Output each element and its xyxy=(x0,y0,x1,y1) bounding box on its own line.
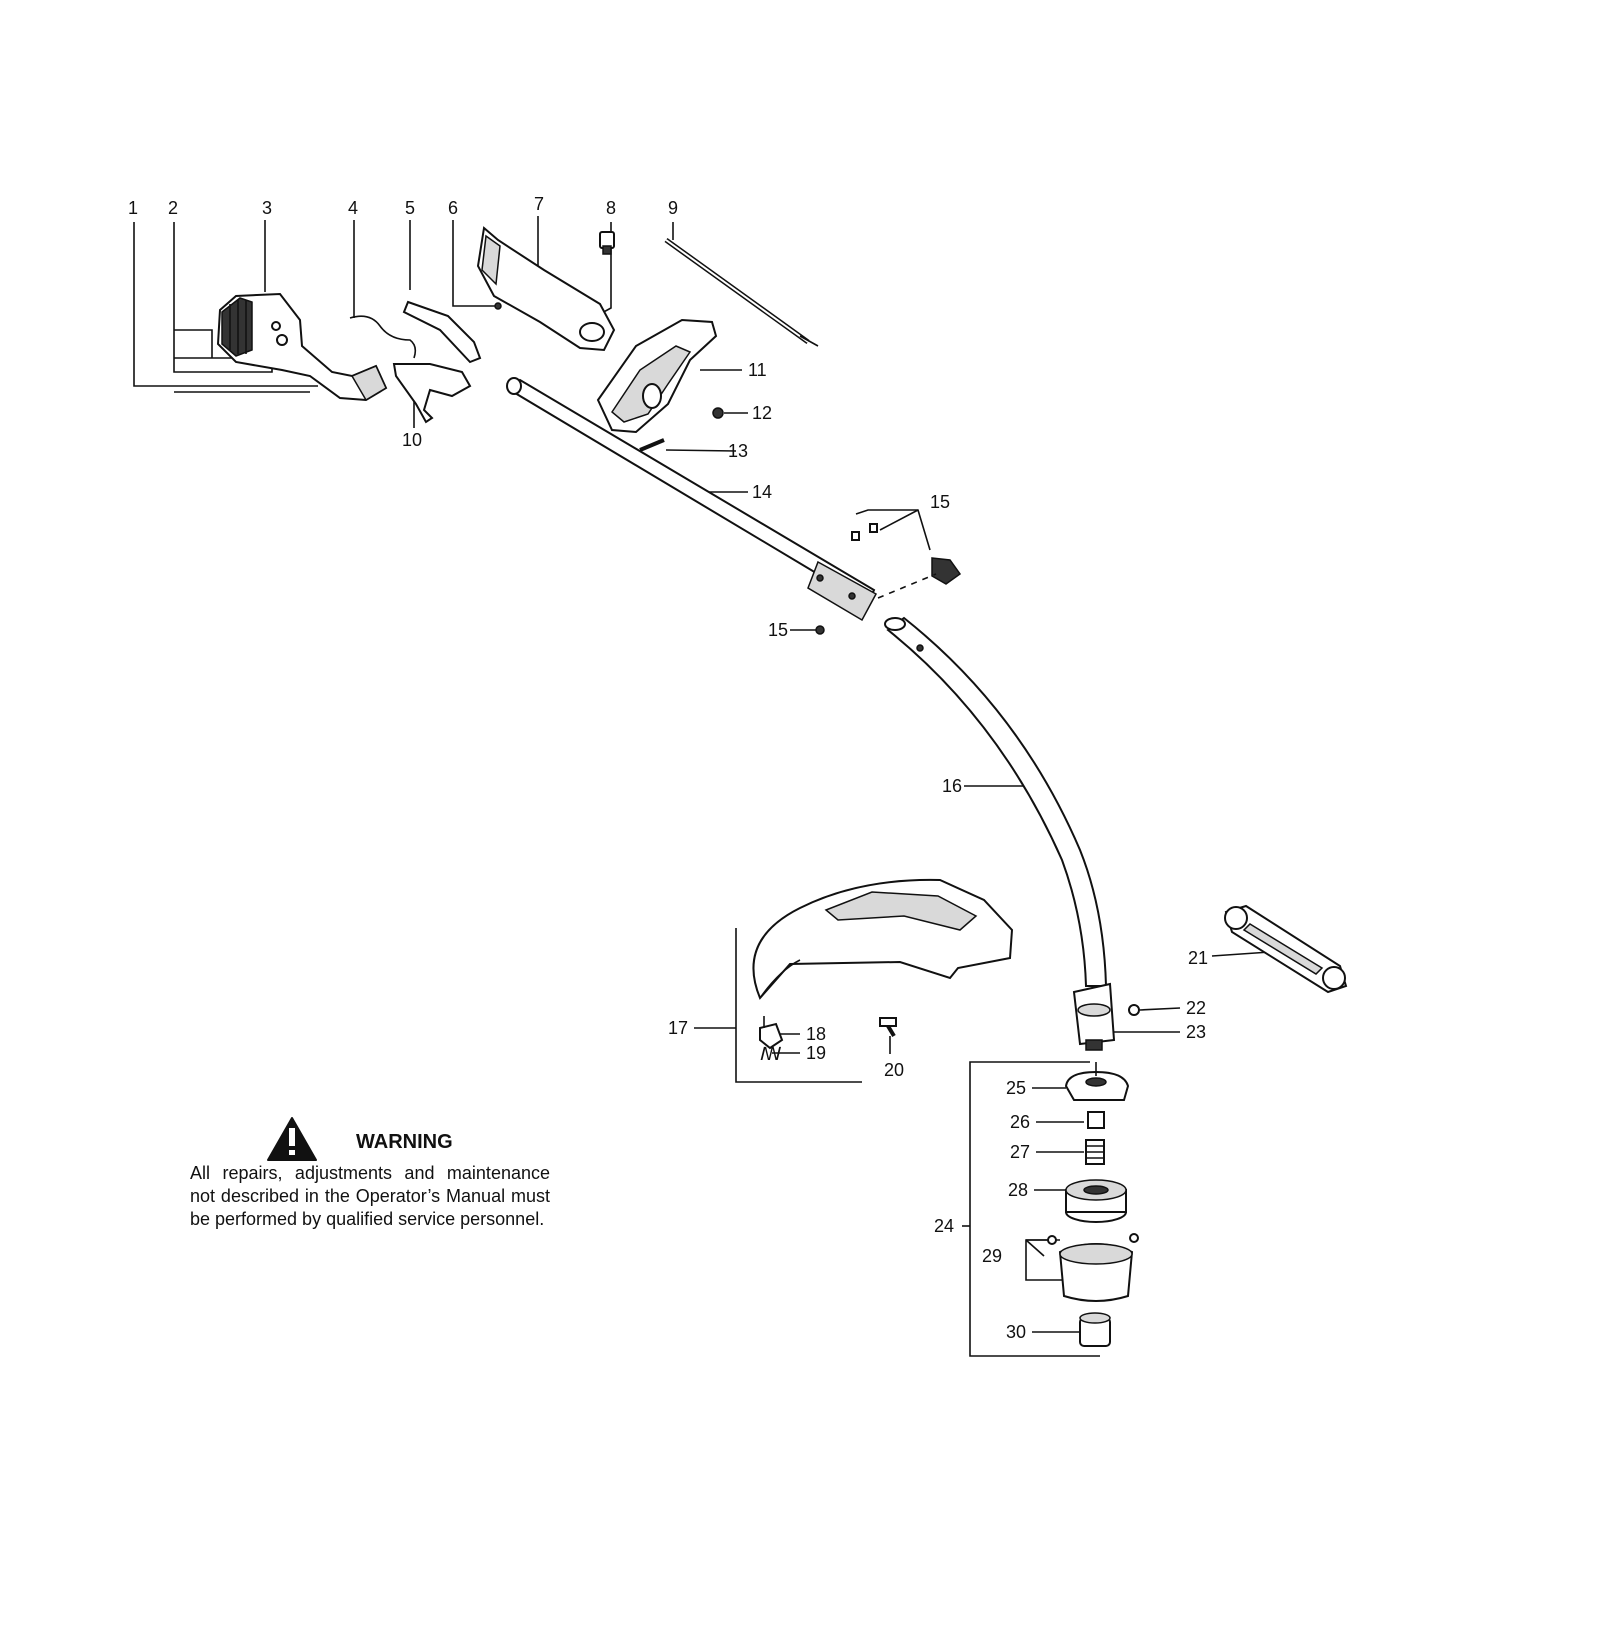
callout-6: 6 xyxy=(448,198,458,218)
warning-title: WARNING xyxy=(356,1131,453,1153)
part-29-spool-housing xyxy=(1047,1233,1139,1302)
callout-25: 25 xyxy=(1006,1078,1026,1098)
part-8-switch xyxy=(599,231,615,255)
callout-21: 21 xyxy=(1188,948,1208,968)
part-20-bolt xyxy=(879,1017,897,1038)
callout-3: 3 xyxy=(262,198,272,218)
part-18-clip xyxy=(759,1016,784,1050)
part-19-nut: ꟿ xyxy=(760,1044,782,1064)
callout-4: 4 xyxy=(348,198,358,218)
part-5-trigger-lever xyxy=(402,300,482,364)
part-9-drive-shaft xyxy=(664,237,819,347)
part-27-spring xyxy=(1085,1139,1105,1165)
part-21-wrench xyxy=(1224,904,1348,994)
part-7-engine-housing xyxy=(476,226,616,352)
svg-text:ꟿ: ꟿ xyxy=(760,1044,782,1064)
callout-1: 1 xyxy=(128,198,138,218)
callout-16: 16 xyxy=(942,776,962,796)
callout-8: 8 xyxy=(606,198,616,218)
callout-7: 7 xyxy=(534,194,544,214)
warning-text: All repairs, adjustments and maintenance… xyxy=(190,1163,550,1229)
callout-24: 24 xyxy=(934,1216,954,1236)
callout-12: 12 xyxy=(752,403,772,423)
callout-26: 26 xyxy=(1010,1112,1030,1132)
callout-28: 28 xyxy=(1008,1180,1028,1200)
callout-14: 14 xyxy=(752,482,772,502)
callout-labels: 1 2 3 4 5 6 7 8 9 10 11 12 13 14 15 15 1… xyxy=(128,194,1208,1342)
part-13-bolt xyxy=(639,438,665,452)
callout-23: 23 xyxy=(1186,1022,1206,1042)
callout-15a: 15 xyxy=(930,492,950,512)
callout-11: 11 xyxy=(748,360,767,380)
part-3-handle-housing xyxy=(216,292,388,402)
part-28-spool xyxy=(1065,1179,1127,1223)
callout-15b: 15 xyxy=(768,620,788,640)
callout-10: 10 xyxy=(402,430,422,450)
part-26-shaft-adapter xyxy=(1087,1111,1105,1129)
warning-icon xyxy=(267,1117,317,1161)
callout-30: 30 xyxy=(1006,1322,1026,1342)
callout-22: 22 xyxy=(1186,998,1206,1018)
part-4-spring xyxy=(349,315,417,359)
part-14-upper-shaft xyxy=(506,377,878,622)
part-25-spool-cover xyxy=(1064,1062,1130,1101)
part-22-washer xyxy=(1128,1004,1140,1016)
callout-13: 13 xyxy=(728,441,748,461)
callout-20: 20 xyxy=(884,1060,904,1080)
callout-19: 19 xyxy=(806,1043,826,1063)
callout-17: 17 xyxy=(668,1018,688,1038)
callout-9: 9 xyxy=(668,198,678,218)
callout-18: 18 xyxy=(806,1024,826,1044)
callout-2: 2 xyxy=(168,198,178,218)
part-15-coupler-knob xyxy=(815,523,962,635)
part-12-screw xyxy=(712,407,724,419)
part-11-handle-cover xyxy=(596,318,718,434)
part-23-gear-head xyxy=(1072,982,1116,1051)
part-30-bump-knob xyxy=(1079,1312,1111,1347)
part-17-shield xyxy=(752,878,1014,1000)
part-10-throttle-trigger xyxy=(392,363,472,424)
callout-5: 5 xyxy=(405,198,415,218)
callout-27: 27 xyxy=(1010,1142,1030,1162)
callout-29: 29 xyxy=(982,1246,1002,1266)
